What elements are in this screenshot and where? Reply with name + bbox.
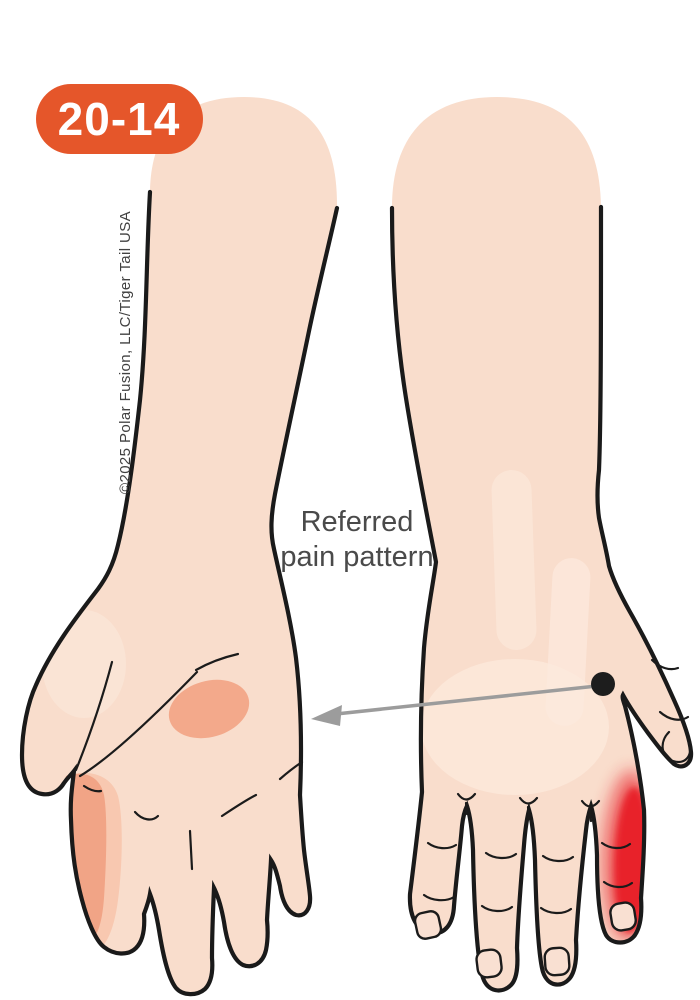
knuckle-highlight xyxy=(421,659,609,795)
referred-pain-label-line2: pain pattern xyxy=(280,541,433,573)
ring-nail xyxy=(475,948,503,979)
right-arm-skin xyxy=(392,97,692,991)
copyright-text: ©2025 Polar Fusion, LLC/Tiger Tail USA xyxy=(117,211,134,494)
left-palm-creases xyxy=(74,652,304,871)
left-arm-skin xyxy=(22,97,338,995)
index-nail xyxy=(609,901,637,932)
right-hand-creases xyxy=(422,658,692,915)
trigger-point-dot xyxy=(591,672,615,696)
arrowhead xyxy=(311,705,342,726)
fingernails xyxy=(413,901,637,979)
referred-pain-label-line1: Referred xyxy=(301,506,414,538)
pinky-nail xyxy=(413,910,443,940)
left-arm-outline xyxy=(19,189,340,997)
middle-nail xyxy=(543,946,571,977)
figure-number-label: 20-14 xyxy=(58,93,181,145)
figure-number-badge: 20-14 xyxy=(36,84,203,154)
pain-area-palm-oval xyxy=(168,679,250,739)
tendon-highlight-1 xyxy=(491,470,537,650)
right-arm-dorsal-view xyxy=(389,97,694,993)
left-heel-highlight xyxy=(42,610,126,718)
left-arm-palm-view xyxy=(19,97,340,997)
referral-arrow xyxy=(311,684,598,726)
